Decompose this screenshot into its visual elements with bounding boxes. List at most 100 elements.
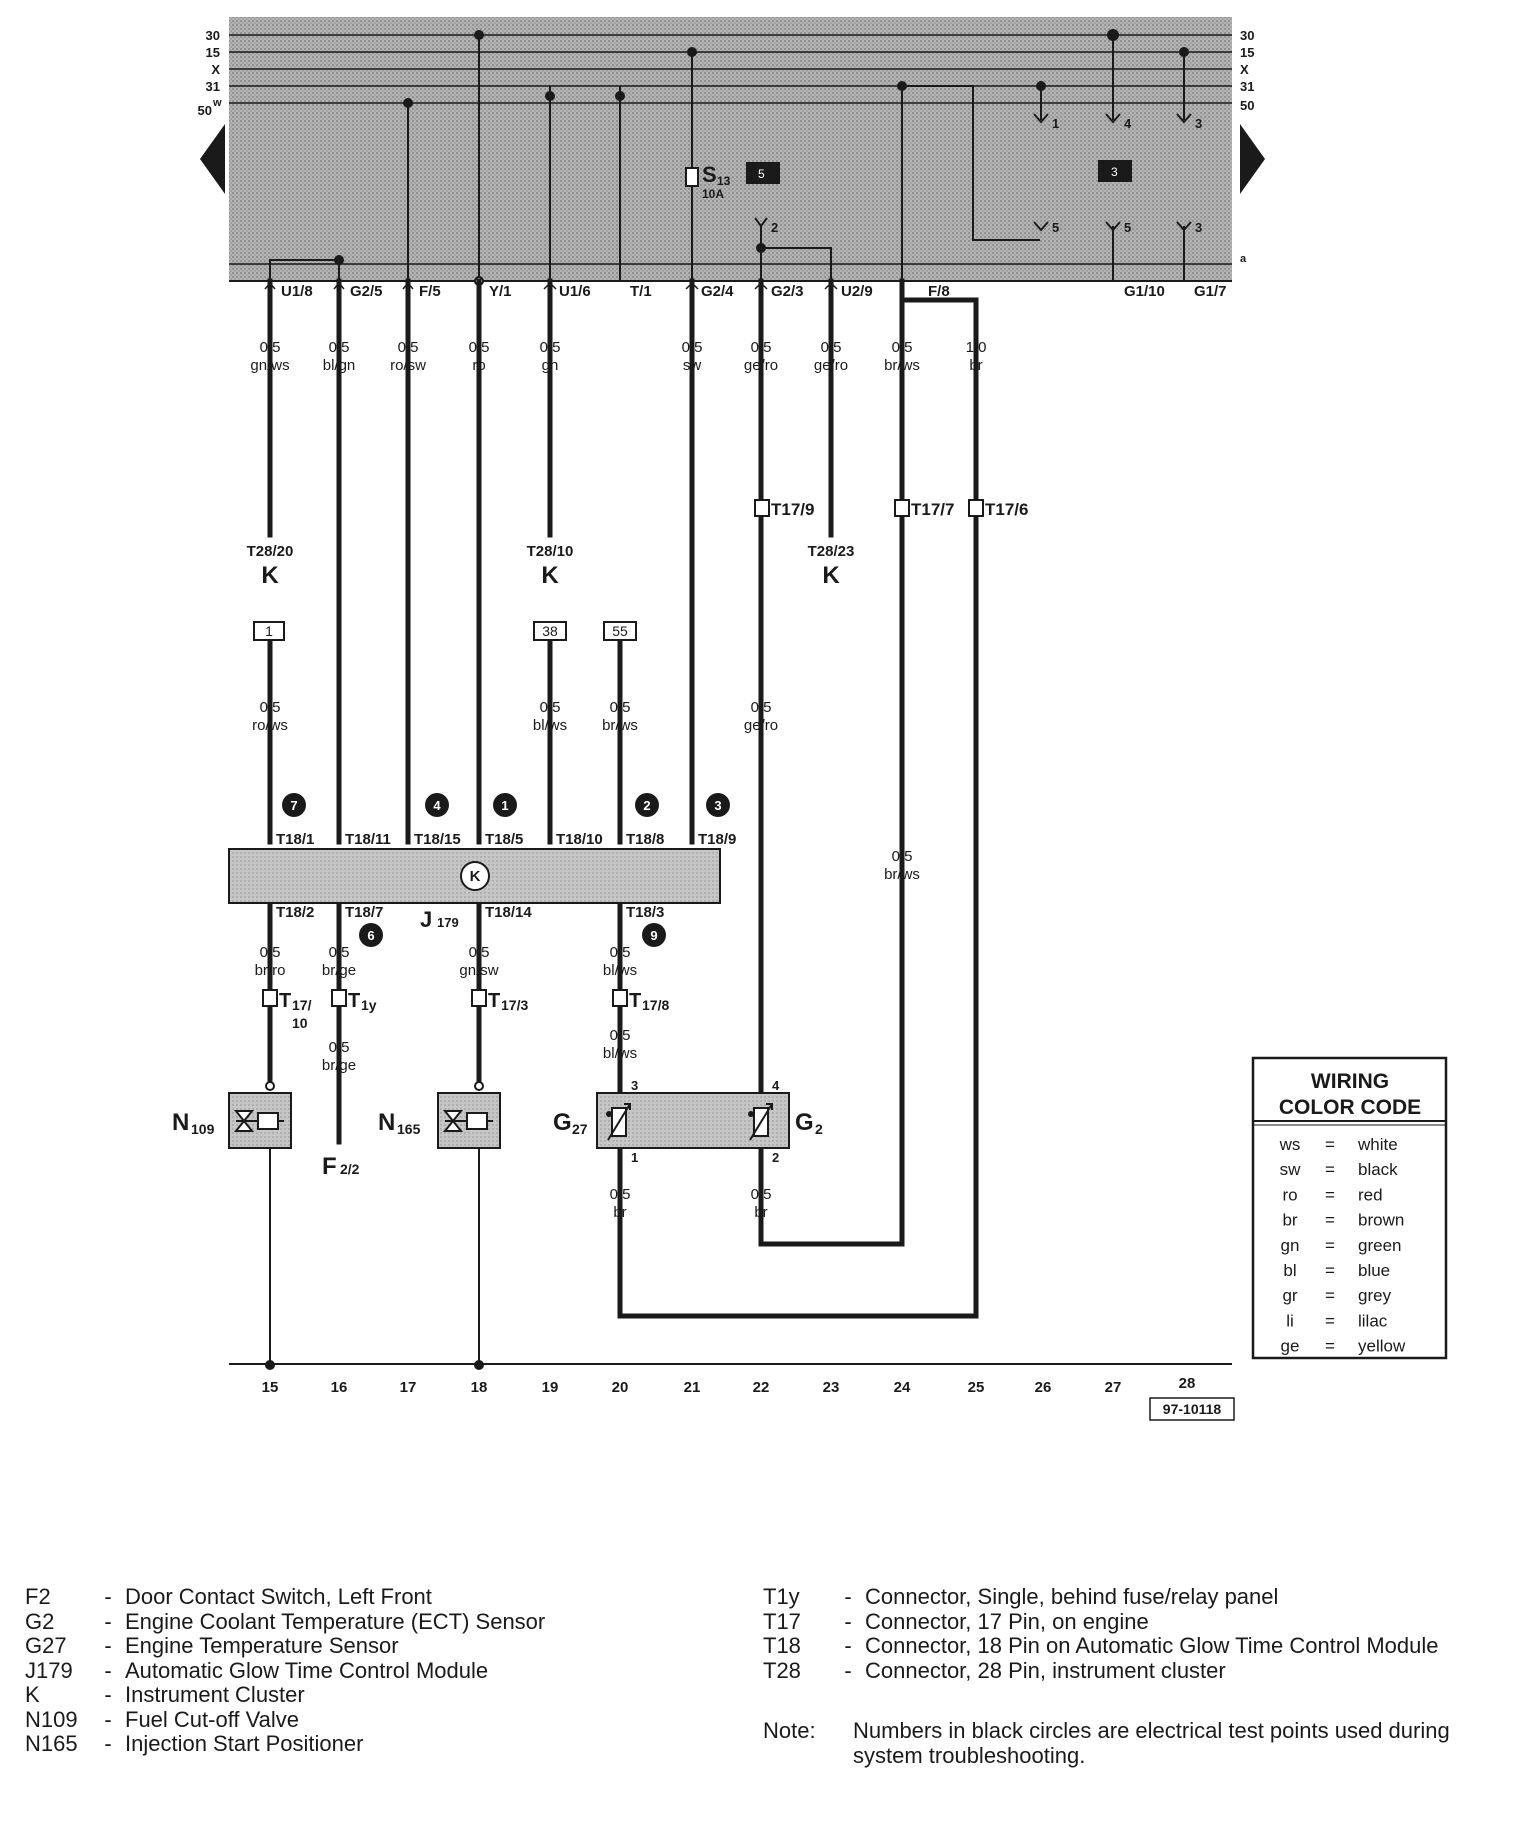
legend-item: T18-Connector, 18 Pin on Automatic Glow … <box>763 1633 1453 1659</box>
track-27: 27 <box>1105 1379 1122 1396</box>
legend-item-code: T17 <box>763 1608 801 1634</box>
svg-text:T17/7: T17/7 <box>911 500 954 519</box>
wire-color-gn-sw: gn/sw <box>459 962 498 979</box>
track-20: 20 <box>612 1379 629 1396</box>
k-pin-t28-10: T28/10 <box>527 543 574 560</box>
temperature-sensor-icon <box>749 1103 773 1141</box>
wire-size-gn: 0,5 <box>540 339 561 356</box>
test-point-label-4: 4 <box>433 798 441 813</box>
relay-pin-5a: 5 <box>1052 220 1059 235</box>
svg-text:17/: 17/ <box>292 997 312 1013</box>
legend-item-desc: Connector, Single, behind fuse/relay pan… <box>865 1584 1279 1609</box>
svg-text:38: 38 <box>542 623 558 639</box>
panel-internal-wires <box>269 35 1185 281</box>
bus-label-30-right: 30 <box>1240 28 1254 43</box>
test-point-note: Note: Numbers in black circles are elect… <box>763 1718 1453 1768</box>
wire-color-sw: sw <box>683 357 702 374</box>
wire-size-ge-ro-mid: 0,5 <box>751 699 772 716</box>
svg-text:T: T <box>348 990 360 1012</box>
component-n165: N <box>378 1109 395 1136</box>
legend-item-dash: - <box>104 1657 112 1683</box>
component-f2: F <box>322 1153 337 1180</box>
note-label: Note: <box>763 1718 816 1743</box>
test-point-3 <box>706 793 730 817</box>
color-code-code: sw <box>1280 1160 1302 1179</box>
bus-label-31-left: 31 <box>206 79 220 94</box>
solenoid-valve-icon <box>442 1110 493 1132</box>
color-code-color: brown <box>1358 1211 1404 1230</box>
module-j179: K <box>228 848 721 904</box>
track-24: 24 <box>894 1379 911 1396</box>
connector-t17-6: T17/6 <box>968 499 1028 519</box>
legend-item-dash: - <box>104 1584 112 1609</box>
legend-item-desc: Door Contact Switch, Left Front <box>125 1584 432 1609</box>
test-point-6 <box>359 923 383 947</box>
bus-bars <box>229 34 1232 104</box>
g27-pin-1: 1 <box>631 1150 638 1165</box>
wire-size-br-g2: 0,5 <box>751 1186 772 1203</box>
relay-tag-5: 5 <box>746 162 780 184</box>
module-k-symbol <box>460 861 490 891</box>
legend-item-code: N109 <box>25 1706 78 1732</box>
bus-label-31-right: 31 <box>1240 79 1254 94</box>
t18-pin-2: T18/2 <box>276 904 314 921</box>
wire-color-br-g27: br <box>613 1204 626 1221</box>
sensor-dot <box>748 1111 754 1117</box>
color-code-code: ro <box>1282 1185 1297 1204</box>
legend-item-dash: - <box>844 1608 852 1634</box>
legend-item-desc: Injection Start Positioner <box>125 1731 364 1756</box>
track-28: 28 <box>1179 1375 1196 1392</box>
wire-color-ge-ro-a: ge/ro <box>744 357 778 374</box>
figure-id: 97-10118 <box>1163 1401 1222 1417</box>
relay-tag-3: 3 <box>1098 160 1132 182</box>
legend-item: N165-Injection Start Positioner <box>25 1731 725 1757</box>
module-symbol-letter: K <box>470 868 481 885</box>
component-f2-sub: 2/2 <box>340 1161 360 1177</box>
track-26: 26 <box>1035 1379 1052 1396</box>
wire-size-bl-ws-low: 0,5 <box>610 944 631 961</box>
color-code-eq: = <box>1325 1160 1335 1179</box>
legend-item-dash: - <box>844 1657 852 1683</box>
bus-label-15-right: 15 <box>1240 45 1254 60</box>
legend-item-desc: Automatic Glow Time Control Module <box>125 1657 489 1683</box>
wire-color-bl-ws-low: bl/ws <box>603 962 637 979</box>
svg-text:5: 5 <box>758 167 765 181</box>
color-code-eq: = <box>1325 1337 1335 1356</box>
color-code-eq: = <box>1325 1261 1335 1280</box>
module-name: J <box>420 907 432 932</box>
wire-size-br-g27: 0,5 <box>610 1186 631 1203</box>
connector-t1y: T 1y <box>331 989 377 1013</box>
ref-box-1: 1 <box>253 621 285 641</box>
svg-text:17/3: 17/3 <box>501 997 528 1013</box>
module-sub: 179 <box>437 915 459 930</box>
wire-color-ro-sw: ro/sw <box>390 357 426 374</box>
svg-text:1y: 1y <box>361 997 377 1013</box>
track-22: 22 <box>753 1379 770 1396</box>
relay-pin-4: 4 <box>1124 116 1132 131</box>
color-code-table: WIRING COLOR CODE ws=whitesw=blackro=red… <box>1251 1056 1448 1360</box>
relay-pin-markers <box>754 113 1192 232</box>
test-point-label-1: 1 <box>501 798 508 813</box>
test-point-7 <box>282 793 306 817</box>
fuse-label: S <box>702 162 717 187</box>
color-code-eq: = <box>1325 1185 1335 1204</box>
wire-size-br-ge: 0,5 <box>329 944 350 961</box>
k-pin-t28-23: T28/23 <box>808 543 855 560</box>
legend-item-dash: - <box>844 1584 852 1609</box>
color-code-color: grey <box>1358 1286 1392 1305</box>
wire-size-ge-ro-b: 0,5 <box>821 339 842 356</box>
color-code-eq: = <box>1325 1286 1335 1305</box>
test-point-label-7: 7 <box>290 798 297 813</box>
connector-t17-10: T 17/ 10 <box>262 989 312 1031</box>
terminal-g2-5: G2/5 <box>350 283 383 300</box>
legend-item: F2-Door Contact Switch, Left Front <box>25 1584 725 1610</box>
sensor-block-g27-g2 <box>596 1092 790 1149</box>
track-19: 19 <box>542 1379 559 1396</box>
test-point-label-9: 9 <box>650 928 657 943</box>
wire-color-br-g2: br <box>754 1204 767 1221</box>
wire-size-gn-sw: 0,5 <box>469 944 490 961</box>
terminal-f-8: F/8 <box>928 283 950 300</box>
legend-item-dash: - <box>104 1706 112 1732</box>
test-point-1 <box>493 793 517 817</box>
terminal-u1-6: U1/6 <box>559 283 591 300</box>
